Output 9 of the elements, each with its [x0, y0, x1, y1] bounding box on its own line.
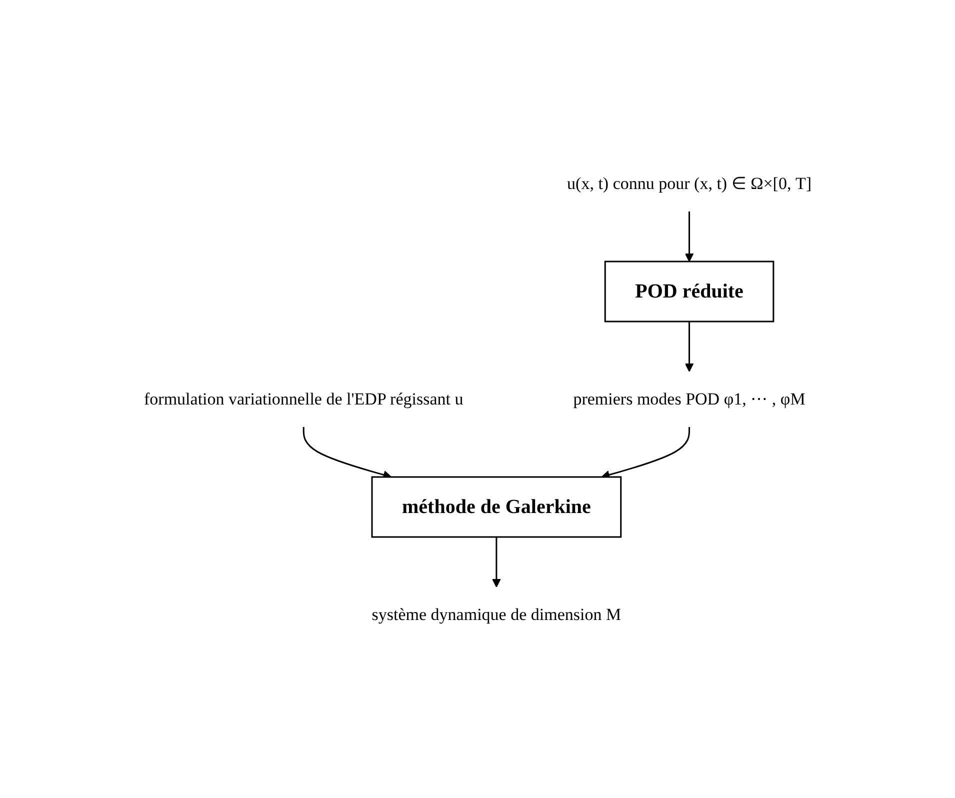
node-box: POD réduite: [604, 260, 774, 322]
node-box: méthode de Galerkine: [371, 476, 622, 538]
arrow: [684, 321, 694, 372]
node-text: premiers modes POD φ1, ⋯ , φM: [572, 389, 806, 408]
node-text: formulation variationnelle de l'EDP régissant u: [144, 389, 463, 408]
node-text: u(x, t) connu pour (x, t) ∈ Ω×[0, T]: [566, 174, 812, 193]
arrow: [684, 211, 694, 262]
arrow: [492, 536, 501, 588]
node-text: système dynamique de dimension M: [372, 604, 621, 624]
